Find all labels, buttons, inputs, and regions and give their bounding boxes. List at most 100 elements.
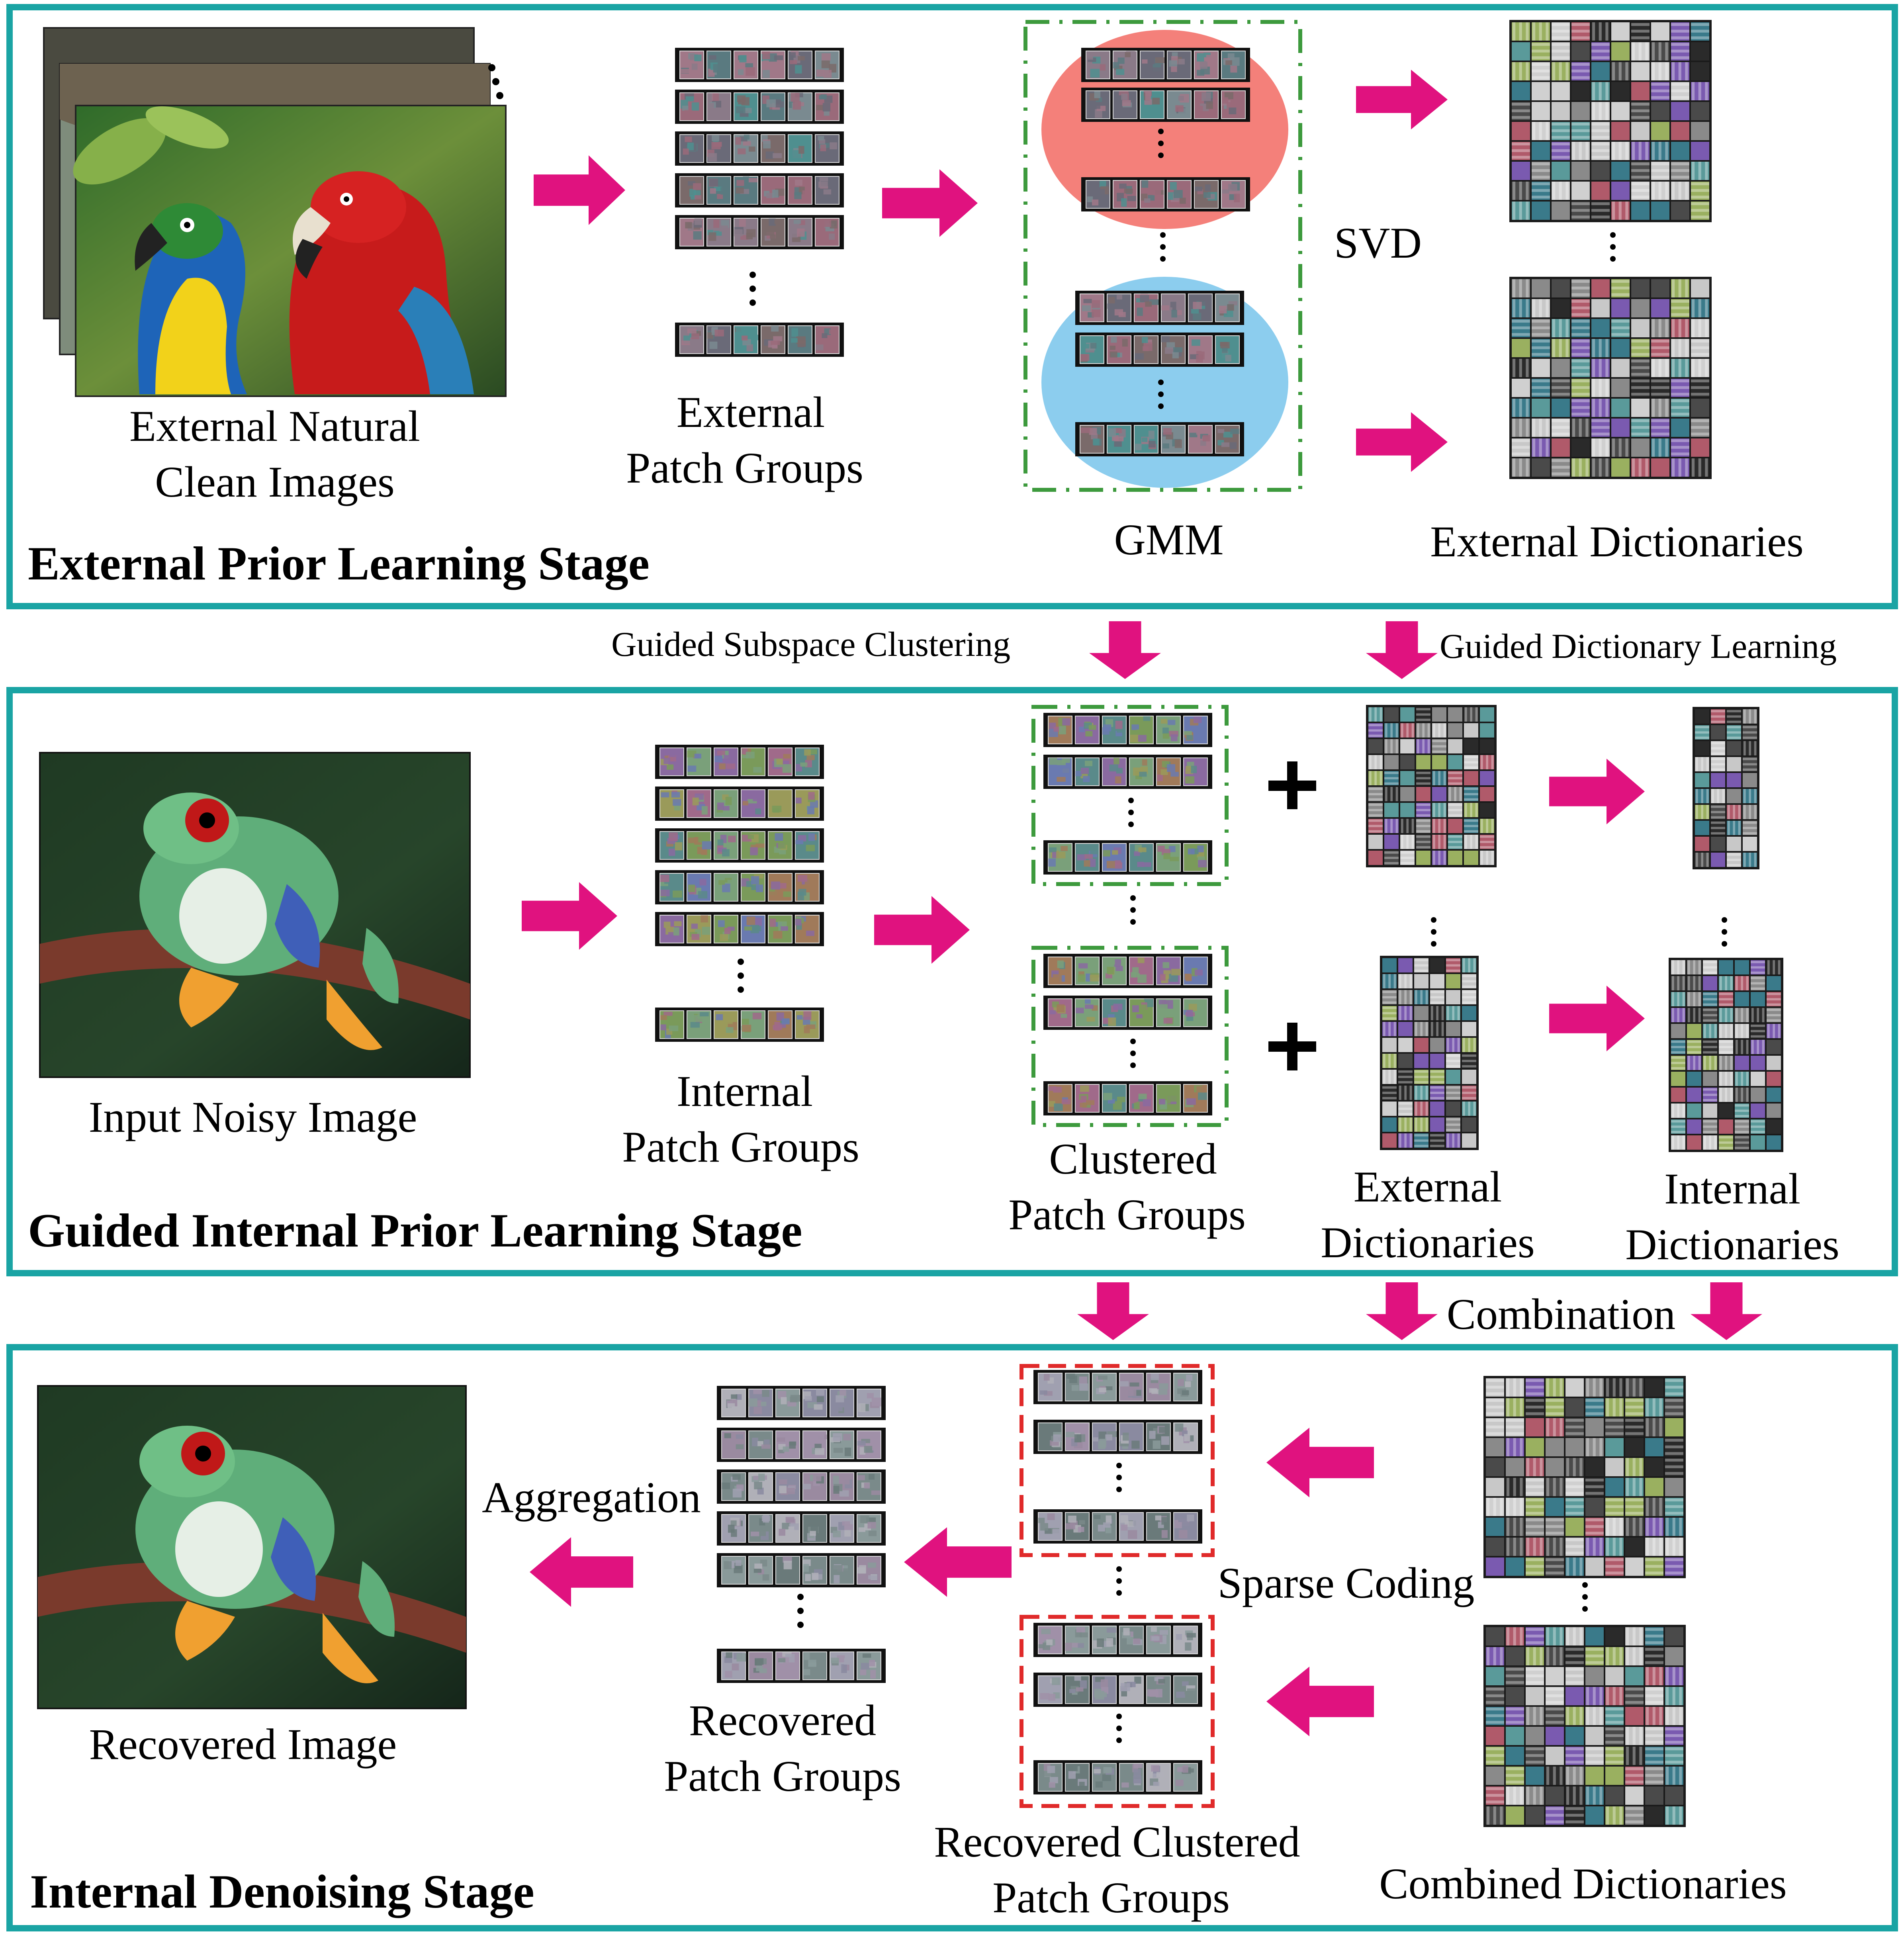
dictionary-atom: [1546, 1727, 1564, 1745]
atom-stripe: [1704, 1024, 1706, 1038]
dictionary-atom: [1430, 1102, 1444, 1116]
atom-stripe: [1520, 1478, 1523, 1496]
dictionary-atom: [1691, 458, 1709, 477]
atom-stripe: [1652, 182, 1655, 200]
dictionary-atom: [1665, 1557, 1683, 1576]
patch-texture: [1040, 1693, 1050, 1700]
internal-dictionaries-label-2: Dictionaries: [1625, 1220, 1839, 1269]
patch-texture: [695, 195, 701, 200]
dictionary-atom: [1611, 62, 1630, 80]
dictionary-atom: [1695, 789, 1709, 803]
atom-stripe: [1682, 1008, 1685, 1022]
external-stage-title: External Prior Learning Stage: [28, 537, 650, 590]
dictionary-atom: [1695, 757, 1709, 771]
patch-texture: [746, 751, 755, 759]
atom-stripe: [1671, 1120, 1685, 1123]
atom-stripe: [1463, 958, 1465, 972]
atom-stripe: [1625, 1425, 1644, 1428]
atom-stripe: [1513, 22, 1516, 41]
atom-stripe: [1671, 1051, 1685, 1054]
atom-stripe: [1507, 1538, 1510, 1556]
dictionary-atom: [1611, 299, 1630, 317]
atom-stripe: [1553, 1478, 1556, 1496]
ellipsis-dots: [1158, 141, 1164, 146]
atom-stripe: [1416, 830, 1430, 833]
patch-texture: [857, 1567, 866, 1574]
patch-texture: [1206, 101, 1213, 109]
atom-stripe: [1736, 1024, 1738, 1038]
ellipsis-dots: [738, 972, 744, 979]
atom-stripe: [1526, 1565, 1544, 1568]
patch-texture: [1158, 1004, 1168, 1013]
patch-texture: [751, 876, 759, 884]
dictionary-atom: [1767, 1024, 1781, 1038]
dictionary-atom: [1571, 438, 1590, 457]
dictionary-atom: [1506, 1687, 1524, 1705]
dictionary-atom: [1368, 819, 1383, 833]
patch-texture: [663, 758, 671, 764]
atom-stripe: [1526, 1385, 1544, 1389]
atom-stripe: [1433, 851, 1435, 865]
patch-texture: [1143, 1099, 1151, 1107]
atom-stripe: [1727, 720, 1741, 723]
patch-texture: [771, 340, 780, 345]
dictionary-atom: [1651, 182, 1669, 200]
atom-stripe: [1486, 1747, 1504, 1751]
atom-stripe: [1725, 976, 1728, 990]
atom-stripe: [1382, 1097, 1397, 1100]
patch-texture: [746, 916, 755, 925]
atom-stripe: [1533, 1647, 1536, 1665]
dictionary-atom: [1552, 419, 1570, 437]
atom-stripe: [1506, 1674, 1524, 1677]
gmm-label: GMM: [1114, 515, 1224, 564]
dictionary-atom: [1446, 1070, 1460, 1084]
atom-stripe: [1579, 1627, 1583, 1646]
atom-stripe: [1526, 1707, 1530, 1725]
dictionary-atom: [1703, 1135, 1717, 1150]
atom-stripe: [1395, 819, 1398, 833]
dictionary-atom: [1416, 819, 1430, 833]
dictionary-atom: [1512, 279, 1530, 297]
patch-texture: [820, 144, 826, 151]
patch-texture: [1131, 1440, 1140, 1449]
atom-stripe: [1631, 23, 1650, 26]
dictionary-atom: [1462, 1070, 1476, 1084]
patch-texture: [1159, 1383, 1168, 1389]
atom-stripe: [1546, 1688, 1564, 1691]
patch-texture: [796, 1015, 803, 1020]
dictionary-atom: [1416, 707, 1430, 722]
patch-texture: [1049, 1777, 1058, 1783]
dictionary-atom: [1691, 42, 1709, 61]
atom-stripe: [1385, 739, 1387, 753]
dictionary-atom: [1651, 319, 1669, 337]
atom-stripe: [1751, 1040, 1754, 1054]
patch-texture: [822, 218, 832, 227]
patch-texture: [694, 55, 702, 61]
atom-stripe: [1388, 1054, 1391, 1068]
atom-stripe: [1565, 339, 1569, 357]
atom-stripe: [1540, 1707, 1543, 1725]
atom-stripe: [1415, 1086, 1417, 1100]
patch-texture: [726, 763, 736, 769]
atom-stripe: [1599, 339, 1602, 357]
dictionary-atom: [1605, 1767, 1624, 1785]
dictionary-atom: [1671, 202, 1689, 220]
dictionary-atom: [1532, 62, 1550, 80]
patch-texture: [710, 188, 716, 194]
atom-stripe: [1438, 803, 1441, 817]
patch-texture: [1141, 437, 1148, 442]
atom-stripe: [1446, 969, 1460, 972]
ellipsis-dots: [1582, 1594, 1588, 1600]
atom-stripe: [1411, 835, 1414, 849]
patch-texture: [782, 1018, 790, 1025]
atom-stripe: [1481, 851, 1483, 865]
dictionary-atom: [1611, 202, 1630, 220]
patch-texture: [1119, 91, 1129, 96]
ellipsis-dots: [1431, 929, 1436, 935]
patch-texture: [753, 1027, 759, 1032]
atom-stripe: [1425, 990, 1428, 1004]
ellipsis-dots: [1158, 380, 1164, 385]
atom-stripe: [1651, 386, 1669, 389]
dictionary-atom: [1671, 1072, 1685, 1086]
atom-stripe: [1671, 29, 1689, 33]
